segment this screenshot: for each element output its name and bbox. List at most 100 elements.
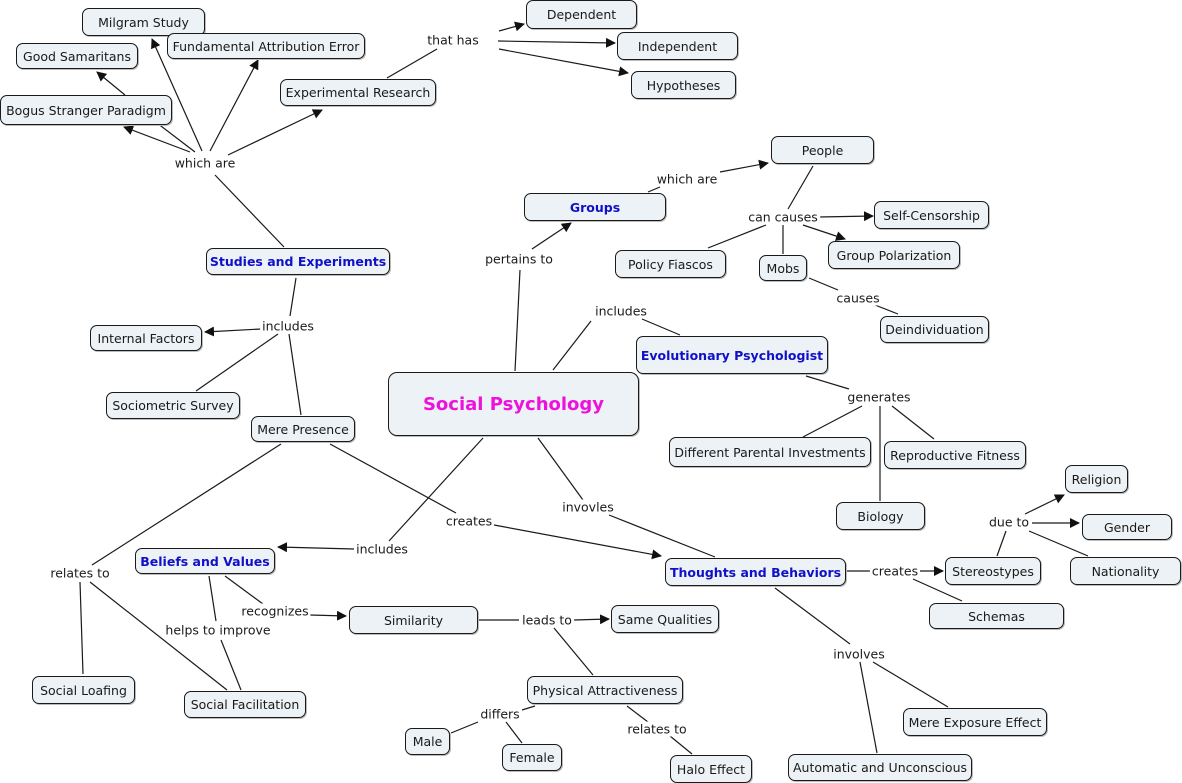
link-that-has[interactable]: that has (425, 32, 481, 48)
node-hypotheses[interactable]: Hypotheses (631, 71, 736, 99)
node-sociometric-survey[interactable]: Sociometric Survey (106, 392, 240, 419)
link-recognizes[interactable]: recognizes (239, 603, 311, 619)
connector (289, 277, 297, 317)
connector (1028, 530, 1089, 557)
connector-arrow (204, 326, 262, 337)
link-creates-mere-presence[interactable]: creates (443, 513, 495, 529)
node-good-samaritans[interactable]: Good Samaritans (16, 43, 138, 69)
connector (872, 661, 949, 708)
connector (805, 375, 850, 390)
connector-arrow (498, 48, 629, 77)
node-social-facilitation[interactable]: Social Facilitation (184, 691, 306, 718)
node-automatic-and-unconscious[interactable]: Automatic and Unconscious (788, 754, 972, 781)
node-religion[interactable]: Religion (1065, 465, 1128, 493)
node-female[interactable]: Female (502, 744, 562, 771)
node-group-polarization[interactable]: Group Polarization (828, 241, 960, 269)
node-male[interactable]: Male (405, 728, 450, 755)
node-different-parental-investments[interactable]: Different Parental Investments (669, 437, 871, 467)
node-social-psychology[interactable]: Social Psychology (388, 372, 639, 436)
node-beliefs-and-values[interactable]: Beliefs and Values (135, 548, 275, 574)
connector (537, 437, 584, 501)
link-which-are-studies[interactable]: which are (172, 155, 238, 171)
connector (156, 122, 196, 153)
link-includes-studies[interactable]: includes (260, 318, 316, 334)
node-social-loafing[interactable]: Social Loafing (32, 676, 135, 704)
node-mobs[interactable]: Mobs (759, 255, 807, 281)
node-experimental-research[interactable]: Experimental Research (280, 79, 436, 106)
link-leads-to[interactable]: leads to (520, 612, 574, 628)
link-relates-to-physical[interactable]: relates to (625, 721, 689, 737)
connector (220, 639, 242, 691)
node-evolutionary-psychologist[interactable]: Evolutionary Psychologist (636, 336, 828, 374)
node-similarity[interactable]: Similarity (349, 606, 478, 634)
connector (553, 627, 594, 676)
connector-arrow (277, 542, 355, 553)
node-mere-exposure-effect[interactable]: Mere Exposure Effect (903, 708, 1047, 736)
node-physical-attractiveness[interactable]: Physical Attractiveness (527, 676, 683, 704)
node-internal-factors[interactable]: Internal Factors (90, 325, 202, 351)
link-creates-thoughts[interactable]: creates (869, 563, 921, 579)
node-people[interactable]: People (771, 136, 874, 164)
node-fundamental-attribution-error[interactable]: Fundamental Attribution Error (167, 33, 365, 59)
connector (669, 735, 693, 755)
node-groups[interactable]: Groups (524, 193, 666, 221)
node-biology[interactable]: Biology (836, 502, 925, 530)
connector-arrow (151, 38, 203, 152)
node-thoughts-and-behaviors[interactable]: Thoughts and Behaviors (665, 558, 846, 586)
node-bogus-stranger-paradigm[interactable]: Bogus Stranger Paradigm (0, 95, 172, 125)
link-causes[interactable]: causes (834, 290, 882, 306)
connector (288, 333, 302, 416)
node-studies-and-experiments[interactable]: Studies and Experiments (206, 248, 390, 275)
connector (195, 333, 279, 392)
node-schemas[interactable]: Schemas (929, 603, 1064, 629)
connector-arrow (531, 222, 572, 250)
link-due-to[interactable]: due to (986, 514, 1032, 530)
link-generates[interactable]: generates (845, 389, 913, 405)
connector (89, 581, 228, 691)
node-self-censorship[interactable]: Self-Censorship (874, 201, 989, 229)
connector-arrow (493, 524, 662, 560)
connector-arrow (123, 125, 191, 153)
node-nationality[interactable]: Nationality (1070, 557, 1181, 585)
connector (388, 437, 484, 542)
link-which-are-groups[interactable]: which are (654, 171, 720, 187)
connector (912, 578, 963, 602)
node-dependent[interactable]: Dependent (526, 0, 637, 29)
connector (996, 530, 1007, 557)
connector-arrow (498, 21, 525, 32)
node-mere-presence[interactable]: Mere Presence (251, 416, 355, 442)
connector (608, 514, 716, 558)
link-relates-to-mere-presence[interactable]: relates to (48, 565, 112, 581)
link-invovles[interactable]: invovles (560, 499, 616, 515)
link-involves[interactable]: involves (831, 646, 887, 662)
connector-arrow (818, 211, 874, 222)
connector-arrow (96, 71, 126, 96)
link-differs[interactable]: differs (478, 706, 522, 722)
link-pertains-to[interactable]: pertains to (483, 251, 555, 267)
connector-arrow (209, 59, 259, 152)
connector (521, 705, 536, 711)
connector (224, 575, 264, 605)
connector (505, 721, 523, 744)
connector (514, 269, 521, 372)
node-milgram-study[interactable]: Milgram Study (82, 8, 205, 36)
node-independent[interactable]: Independent (617, 32, 738, 60)
connector (79, 581, 84, 675)
node-halo-effect[interactable]: Halo Effect (670, 755, 752, 783)
link-helps-to-improve[interactable]: helps to improve (163, 622, 273, 638)
connector-arrow (227, 109, 323, 156)
connector (787, 165, 814, 210)
node-policy-fiascos[interactable]: Policy Fiascos (615, 250, 726, 278)
link-includes-evolutionary[interactable]: includes (593, 303, 649, 319)
link-can-causes[interactable]: can causes (746, 209, 820, 225)
node-same-qualities[interactable]: Same Qualities (611, 605, 719, 633)
node-deindividuation[interactable]: Deindividuation (880, 316, 989, 343)
connector-arrow (573, 614, 610, 625)
node-stereotypes[interactable]: Stereostypes (945, 557, 1041, 585)
link-includes-beliefs[interactable]: includes (354, 541, 410, 557)
node-gender[interactable]: Gender (1082, 514, 1172, 540)
connector (450, 721, 479, 734)
node-reproductive-fitness[interactable]: Reproductive Fitness (884, 441, 1026, 469)
connector (208, 575, 217, 622)
